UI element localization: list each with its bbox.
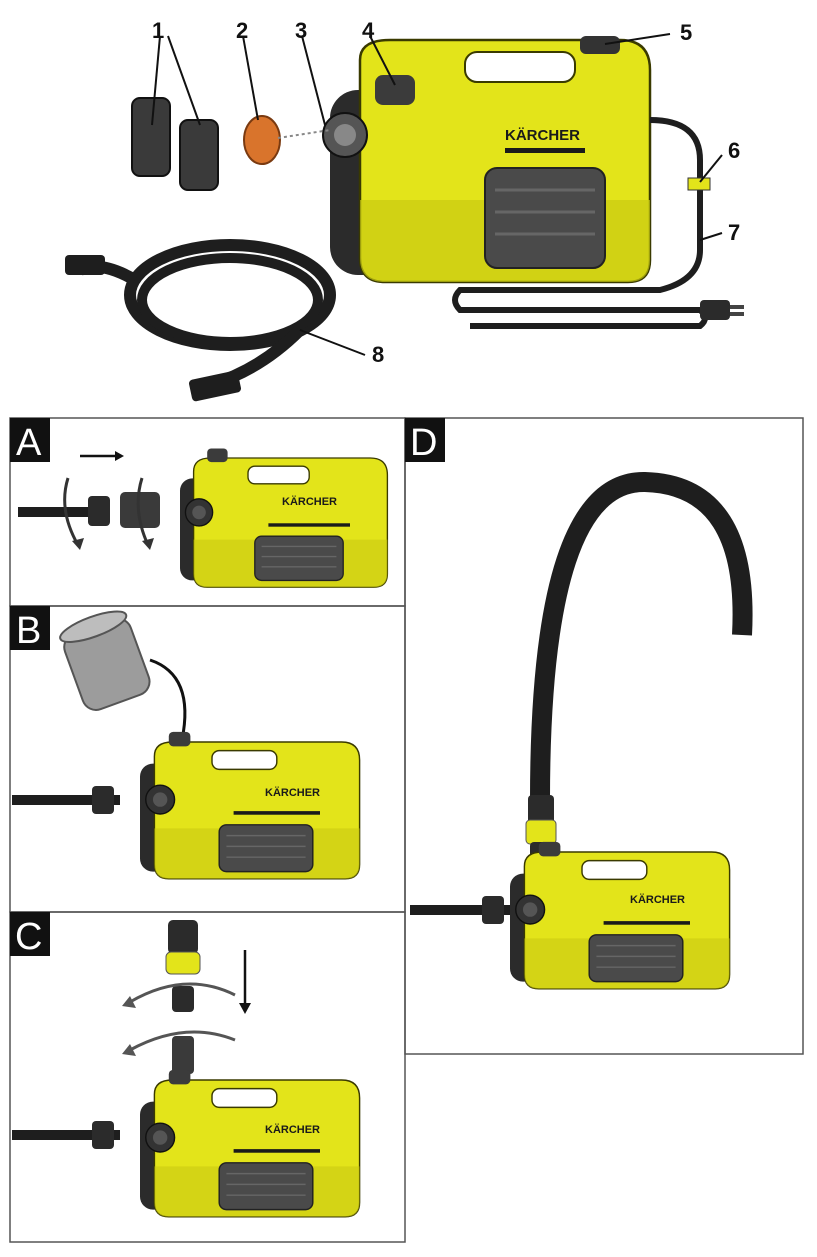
panel-label-b: B [10,606,50,652]
panel-c-illustration: KÄRCHER [12,920,361,1218]
callout-7: 7 [728,220,740,245]
cable-clip [687,177,711,191]
callout-6: 6 [728,138,740,163]
overview-illustration: KÄRCHER [65,18,744,402]
brand-logo-d: KÄRCHER [630,893,685,906]
power-plug [700,300,730,320]
brand-logo-b: KÄRCHER [265,786,320,799]
hose-connector-right [179,119,219,191]
panel-c-frame [9,911,406,1243]
pump-overview: KÄRCHER [322,36,652,284]
svg-text:A: A [16,422,42,464]
callout-1: 1 [152,18,164,43]
brand-logo-a: KÄRCHER [282,495,337,508]
panel-d-frame [404,417,804,1055]
panel-label-d: D [405,418,445,464]
brand-logo-c: KÄRCHER [265,1123,320,1136]
pressure-hose [530,471,753,801]
svg-text:B: B [16,610,41,652]
callout-3: 3 [295,18,307,43]
suction-hose-coil [77,239,336,391]
callout-5: 5 [680,20,692,45]
panel-label-a: A [10,418,50,464]
panel-b-illustration: KÄRCHER [12,610,361,880]
svg-text:C: C [15,916,42,958]
filter-cartridge [59,610,151,711]
callout-4: 4 [362,18,375,43]
brand-logo-overview: KÄRCHER [505,127,580,144]
hose-connector-left [131,97,171,177]
callout-8: 8 [372,342,384,367]
panel-label-c: C [10,912,50,958]
prefilter [243,115,281,165]
svg-text:D: D [410,422,437,464]
callout-2: 2 [236,18,248,43]
panel-d-illustration: KÄRCHER [410,471,753,990]
panel-a-illustration: KÄRCHER [18,447,389,588]
